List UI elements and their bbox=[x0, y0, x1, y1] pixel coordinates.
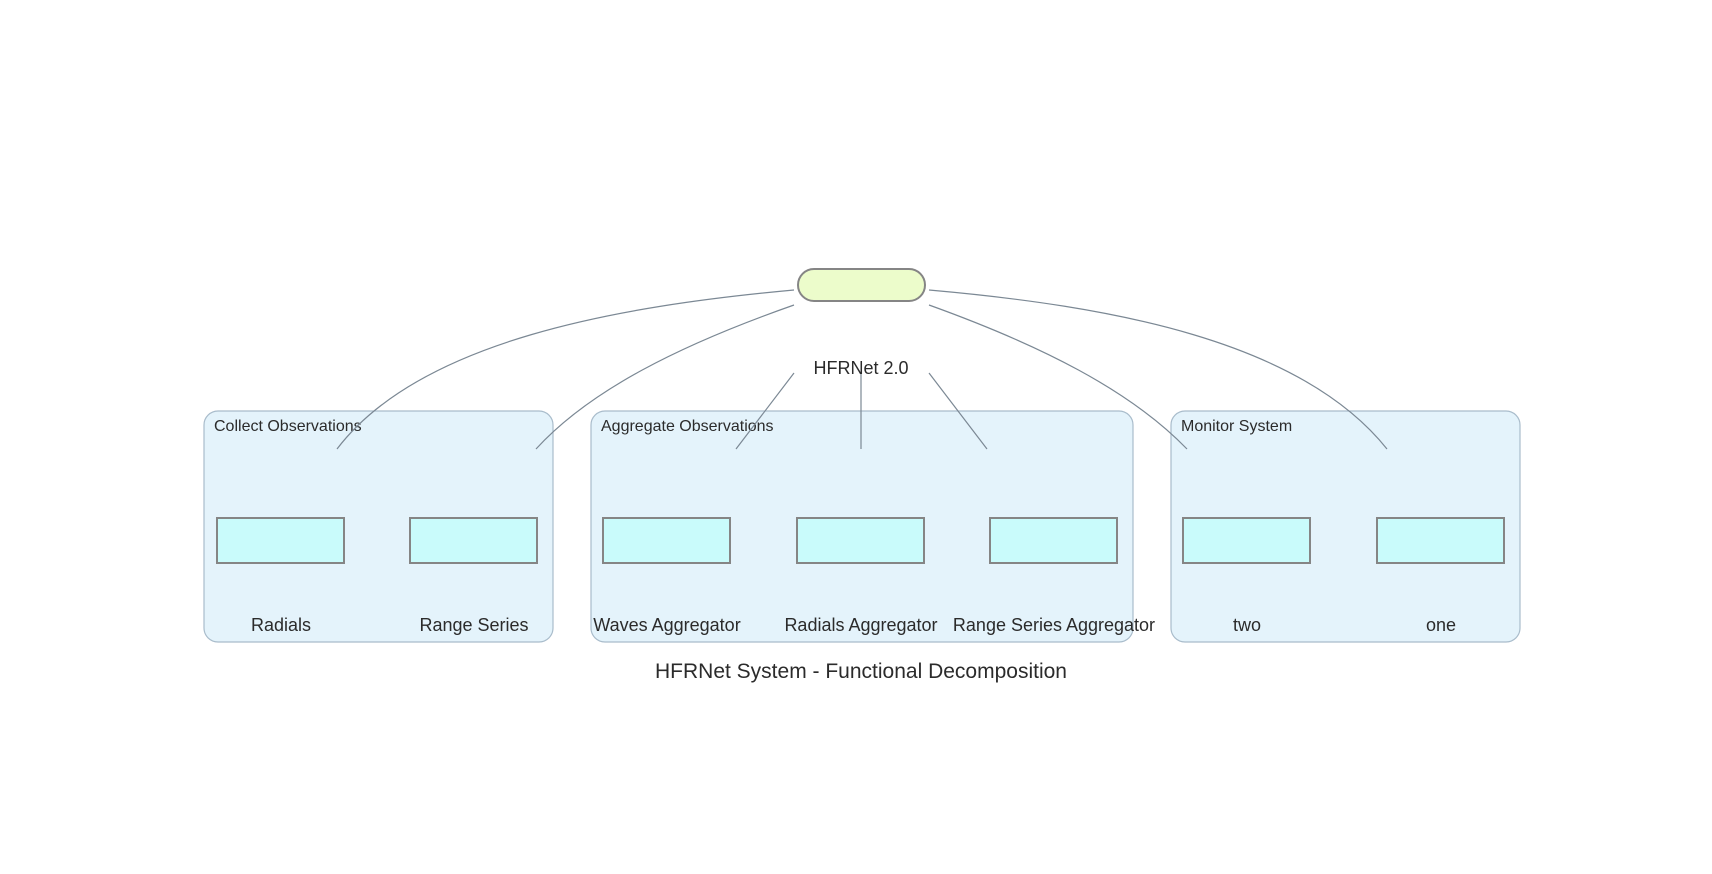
node-two-box bbox=[1182, 517, 1311, 564]
edge-root-waves-aggregator bbox=[735, 372, 795, 450]
node-radials-aggregator-label: Radials Aggregator bbox=[784, 615, 937, 635]
cluster-monitor-system-box bbox=[1170, 410, 1521, 643]
node-one-label: one bbox=[1426, 615, 1456, 635]
node-radials-aggregator-box bbox=[796, 517, 925, 564]
node-range-series-aggregator: Range Series Aggregator bbox=[953, 517, 1155, 635]
edge-root-one bbox=[928, 289, 1388, 450]
edge-root-range-series bbox=[535, 304, 795, 450]
node-waves-aggregator-label: Waves Aggregator bbox=[593, 615, 740, 635]
cluster-collect-observations-label: Collect Observations bbox=[214, 418, 362, 435]
node-range-series-aggregator-box bbox=[989, 517, 1118, 564]
root-node: HFRNet 2.0 bbox=[797, 268, 926, 378]
node-radials: Radials bbox=[216, 517, 345, 635]
node-radials-box bbox=[216, 517, 345, 564]
node-range-series-box bbox=[409, 517, 538, 564]
node-range-series: Range Series bbox=[409, 517, 538, 635]
node-range-series-label: Range Series bbox=[419, 615, 528, 635]
node-waves-aggregator-box bbox=[602, 517, 731, 564]
node-range-series-aggregator-label: Range Series Aggregator bbox=[953, 615, 1155, 635]
node-radials-label: Radials bbox=[251, 615, 311, 635]
node-one-box bbox=[1376, 517, 1505, 564]
cluster-aggregate-observations-label: Aggregate Observations bbox=[601, 418, 774, 435]
root-node-label: HFRNet 2.0 bbox=[813, 358, 908, 378]
edge-root-radials bbox=[336, 289, 795, 450]
node-two: two bbox=[1182, 517, 1311, 635]
edge-root-two bbox=[928, 304, 1188, 450]
cluster-collect-observations: Collect Observations bbox=[203, 410, 554, 643]
cluster-monitor-system: Monitor System bbox=[1170, 410, 1521, 643]
node-two-label: two bbox=[1233, 615, 1261, 635]
root-node-shape bbox=[797, 268, 926, 302]
edge-root-range-series-aggregator bbox=[928, 372, 988, 450]
cluster-monitor-system-label: Monitor System bbox=[1181, 418, 1292, 435]
node-waves-aggregator: Waves Aggregator bbox=[593, 517, 741, 635]
node-radials-aggregator: Radials Aggregator bbox=[784, 517, 938, 635]
cluster-collect-observations-box bbox=[203, 410, 554, 643]
diagram-title: HFRNet System - Functional Decomposition bbox=[655, 660, 1067, 683]
node-one: one bbox=[1376, 517, 1505, 635]
